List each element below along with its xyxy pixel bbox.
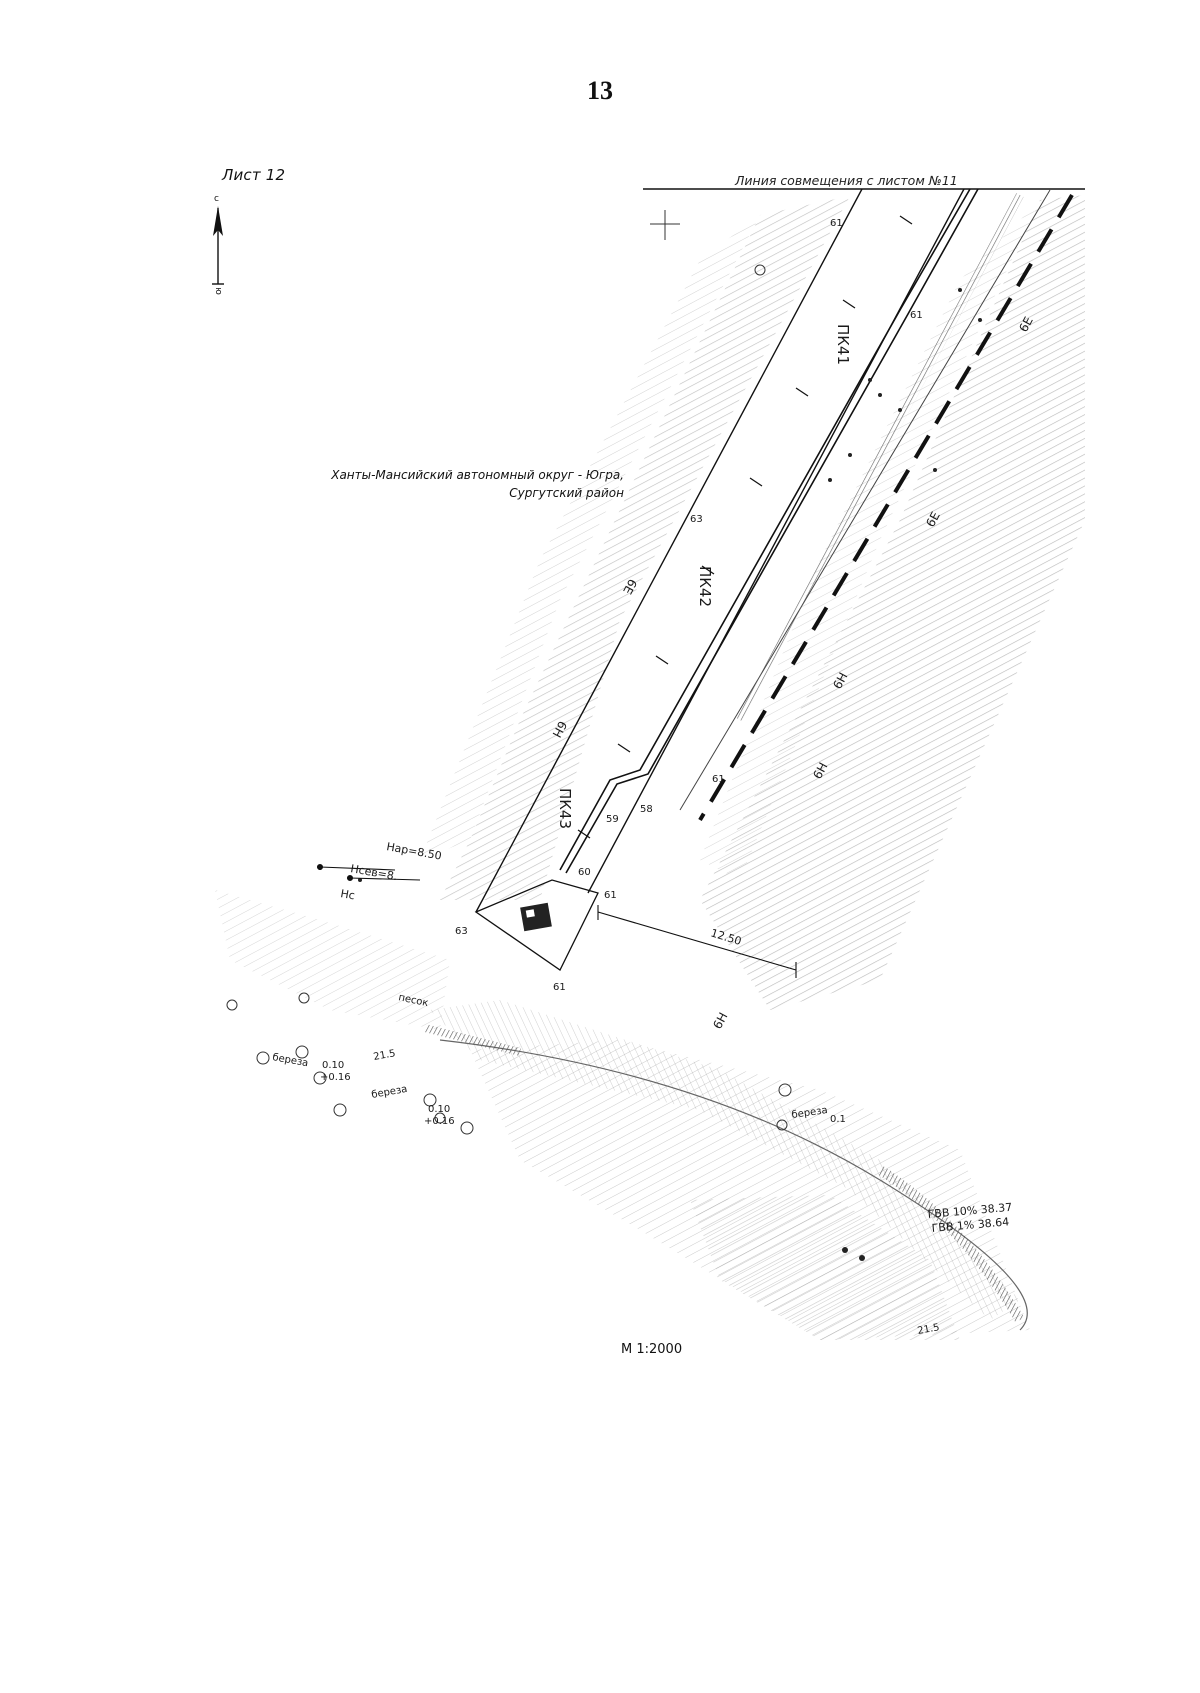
pipeline-label-6n-1: 6Н [830, 670, 850, 691]
picket-label-pk42: ПК42 [696, 566, 714, 607]
terrain-hatch-left [440, 196, 850, 900]
pipeline-label-6e-1: 6Е [1016, 314, 1036, 334]
birch-values-2b: +0.16 [424, 1116, 455, 1127]
pipeline-line-b [565, 188, 979, 874]
station-pad-outline [474, 879, 599, 971]
elevation-label: 61 [830, 218, 843, 229]
pipeline-label-6n-4: 6Н [710, 1010, 730, 1031]
road-band [430, 1000, 1020, 1320]
station-equipment-inner [525, 909, 535, 918]
page-number: 13 [587, 76, 613, 105]
annotation-nsev: Нсев=8. [349, 862, 398, 883]
mark-21-5-a: 21.5 [373, 1048, 397, 1063]
elevation-label: 61 [604, 890, 617, 901]
sheet-label: Лист 12 [222, 166, 286, 184]
pipeline-label-6n-3: 6Н [550, 719, 570, 740]
elevation-label: 63 [455, 926, 468, 937]
pipeline-label-6n-2: 6Н [810, 760, 830, 781]
road-edge-toothed-2 [424, 1024, 521, 1056]
road-edge-toothed [877, 1165, 1025, 1323]
vegetation-symbols [226, 264, 792, 1135]
width-dimension [597, 905, 797, 978]
elevation-label: 61 [712, 774, 725, 785]
birch-values-2: 0.10 [428, 1104, 450, 1115]
scale-label: М 1:2000 [621, 1342, 683, 1357]
terrain-hatch-bottom-right [690, 1195, 960, 1340]
existing-pipeline-dash-border [679, 189, 1051, 811]
north-arrow: с ю [208, 194, 228, 306]
picket-label-pk41: ПК41 [834, 324, 852, 365]
terrain-hatch-right [700, 195, 1085, 1010]
crosshair-mark [650, 210, 680, 240]
road-edge [439, 1039, 1028, 1331]
station-equipment [520, 902, 552, 932]
north-letter: с [214, 194, 219, 204]
birch-label-2: береза [371, 1084, 409, 1101]
mark-21-5-b: 21.5 [917, 1322, 941, 1337]
terrain-hatch-bottom-left [215, 890, 450, 1030]
elevation-label: 63 [690, 514, 703, 525]
region-label-line1: Ханты-Мансийский автономный округ - Югра… [331, 468, 624, 482]
elevation-label: 59 [606, 814, 619, 825]
picket-label-pk43: ПК43 [556, 788, 574, 829]
north-arrow-icon [212, 206, 224, 285]
pipeline-label-6e-3: 6Е [620, 577, 640, 597]
elevation-label: 61 [553, 982, 566, 993]
birch-values-right: 0.1 [830, 1114, 846, 1125]
existing-pipeline-dashed [698, 193, 1074, 822]
terrain-hatch-right-inner [700, 200, 1040, 880]
elevation-label: 60 [578, 867, 591, 878]
elevation-label: 61 [910, 310, 923, 321]
birch-values-1: 0.10 [322, 1060, 344, 1071]
elevation-label: 58 [640, 804, 653, 815]
match-line-label: Линия совмещения с листом №11 [735, 173, 958, 188]
terrain-hatch-left-outer [420, 215, 760, 860]
pipeline-line-a [559, 188, 971, 871]
birch-label-right: береза [791, 1105, 828, 1121]
birch-label-1: береза [271, 1052, 309, 1069]
annotation-ns: Нс [339, 887, 355, 902]
corridor-left-edge [475, 188, 863, 913]
existing-pipeline-toothed [736, 193, 1024, 722]
pipeline-label-6e-2: 6Е [923, 509, 943, 529]
picket-ticks [577, 215, 913, 839]
birch-values-1b: +0.16 [320, 1072, 351, 1083]
left-markers [316, 863, 421, 882]
